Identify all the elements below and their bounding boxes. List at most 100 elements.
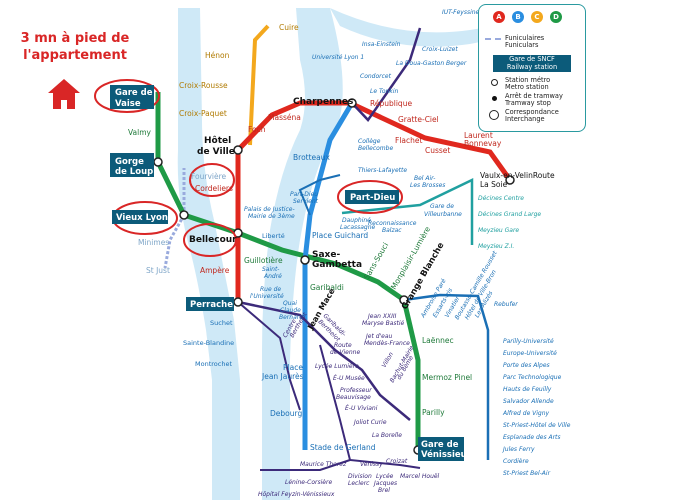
label-cuire: Cuire: [279, 23, 299, 32]
label-valmy: Valmy: [128, 128, 152, 137]
label-saxe-1: Saxe-: [312, 250, 340, 260]
label-saint-andre-2: André: [263, 273, 282, 280]
label-salvador: Salvador Allende: [503, 398, 554, 405]
label-garibaldi: Garibaldi: [310, 283, 344, 292]
rhone-river: [262, 8, 343, 500]
legend-corr-fr: Correspondance: [505, 108, 559, 116]
legend-sncf: Gare de SNCF Railway station: [493, 55, 571, 72]
label-st-just: St Just: [146, 266, 170, 275]
label-lenine: Lénine-Corsière: [285, 479, 332, 486]
label-republique: République: [370, 99, 412, 108]
legend-corr-en: Interchange: [505, 115, 545, 123]
label-parilly-univ: Parilly-Université: [503, 338, 554, 345]
label-vaulx-1: Vaulx-en-VelinRoute: [480, 171, 555, 180]
label-gorge-loup-1: Gorge: [115, 157, 144, 167]
label-gorge-loup-2: de Loup: [115, 167, 153, 177]
label-sainte-blandine: Sainte-Blandine: [183, 339, 234, 347]
label-quai-1: Quai: [283, 300, 297, 307]
legend-sncf-fr: Gare de SNCF: [509, 55, 555, 63]
map-legend: A B C D Funiculaires Funiculars Gare de …: [478, 4, 586, 132]
label-mermoz: Mermoz Pinel: [422, 373, 472, 382]
metro-a-line: [235, 100, 513, 302]
label-suchet: Suchet: [210, 319, 233, 327]
label-professeur-2: Beauvisage: [336, 394, 371, 401]
label-massena: Masséna: [268, 113, 301, 122]
label-venissy: Vénissy: [360, 461, 383, 468]
label-hopital-feyzin: Hôpital Feyzin-Vénissieux: [258, 491, 335, 498]
label-cusset: Cusset: [425, 146, 450, 155]
label-laennec: Laënnec: [422, 336, 454, 345]
label-eu-musee: É-U Musée: [333, 374, 365, 382]
label-jet-deau-1: Jet d'eau: [365, 333, 393, 340]
label-henon: Hénon: [205, 51, 230, 60]
tram-t2-east-line: [403, 293, 490, 460]
label-europe-univ: Europe-Université: [503, 350, 557, 357]
callout-line-2: l'appartement: [23, 48, 127, 63]
label-debourg: Debourg: [270, 409, 302, 418]
line-c-badge: C: [531, 11, 543, 23]
label-laurent-1: Laurent: [464, 131, 493, 140]
legend-funiculaires: Funiculaires: [505, 34, 545, 42]
label-gratte-ciel: Gratte-Ciel: [398, 115, 439, 124]
label-bellecour: Bellecour: [189, 235, 237, 245]
label-hotel-ville-1: Hôtel: [204, 135, 231, 146]
label-division-1: Division: [348, 473, 372, 480]
label-st-priest-belair: St-Priest Bel-Air: [503, 470, 551, 477]
label-reconnaissance-2: Balzac: [382, 227, 402, 234]
label-jean-xxiii-2: Maryse Bastié: [362, 320, 405, 327]
label-parilly: Parilly: [422, 408, 445, 417]
label-place-guichard: Place Guichard: [312, 231, 368, 240]
legend-tram-fr: Arrêt de tramway: [505, 92, 563, 100]
apartment-callout: 3 mn à pied de l'appartement: [14, 30, 136, 64]
label-jean-jaures-2: Jean Jaurès: [261, 372, 304, 381]
legend-metro-en: Metro station: [505, 83, 549, 91]
label-guillotiere: Guillotière: [244, 256, 283, 265]
label-porte-alpes: Porte des Alpes: [503, 362, 550, 369]
label-gare-venissieux-2: Vénissieux: [421, 449, 473, 460]
label-jean-jaures-1: Place: [283, 363, 303, 372]
label-tonkin: Le Tonkin: [370, 88, 398, 95]
sncf-boxes: [110, 85, 464, 461]
interchange-symbol-icon: [489, 110, 499, 120]
legend-sncf-en: Railway station: [506, 62, 558, 71]
label-st-priest-hotel: St-Priest-Hôtel de Ville: [503, 422, 571, 429]
label-brotteaux: Brotteaux: [293, 153, 330, 162]
label-charpennes: Charpennes: [293, 97, 353, 107]
label-hauts-feuilly: Hauts de Feuilly: [503, 386, 552, 393]
line-b-badge: B: [512, 11, 524, 23]
label-doua: La Doua-Gaston Berger: [396, 60, 467, 67]
label-alfred-vigny: Alfred de Vigny: [502, 410, 550, 417]
label-laurent-2: Bonnevay: [464, 139, 502, 148]
label-sans-souci: Sans-Souci: [362, 241, 390, 281]
label-parc-tech: Parc Technologique: [503, 374, 562, 381]
label-rue-univ-1: Rue de: [260, 286, 281, 293]
label-foch: Foch: [248, 125, 266, 134]
label-route-vienne-1: Route: [334, 342, 352, 349]
label-gare-vaise-2: Vaise: [115, 99, 141, 109]
label-college-1: Collège: [358, 138, 381, 145]
line-d-badge: D: [550, 11, 562, 23]
rhone-river-upper: [330, 8, 520, 47]
metro-c-line: [248, 24, 270, 146]
label-division-2: Leclerc: [348, 480, 370, 487]
label-gare-villeurbanne-1: Gare de: [430, 203, 454, 210]
label-condorcet: Condorcet: [360, 73, 392, 80]
label-univ-lyon1: Université Lyon 1: [312, 54, 364, 61]
label-lycee-brel-1: Lycée: [376, 473, 394, 480]
metro-station-symbol-icon: [491, 79, 498, 86]
label-liberte: Liberté: [262, 232, 285, 240]
label-reconnaissance-1: Reconnaissance: [368, 220, 417, 227]
label-la-borelle: La Borelle: [372, 432, 402, 439]
label-cordeliers: Cordeliers: [195, 184, 233, 193]
label-esplanade: Esplanade des Arts: [503, 434, 561, 441]
label-hotel-ville-2: de Ville: [197, 147, 235, 157]
label-saxe-2: Gambetta: [312, 260, 362, 270]
tram-t1-line: [237, 27, 422, 421]
label-jet-deau-2: Mendès-France: [364, 340, 410, 347]
label-palais-1: Palais de Justice-: [244, 206, 295, 213]
label-vaulx-2: La Soie: [480, 180, 508, 189]
label-pd-servient-2: Servient: [293, 198, 319, 205]
label-meyzieu-zi: Meyzieu Z.I.: [478, 243, 514, 250]
label-joliot-curie: Joliot Curie: [353, 419, 387, 426]
label-vieux-lyon: Vieux Lyon: [116, 213, 168, 223]
